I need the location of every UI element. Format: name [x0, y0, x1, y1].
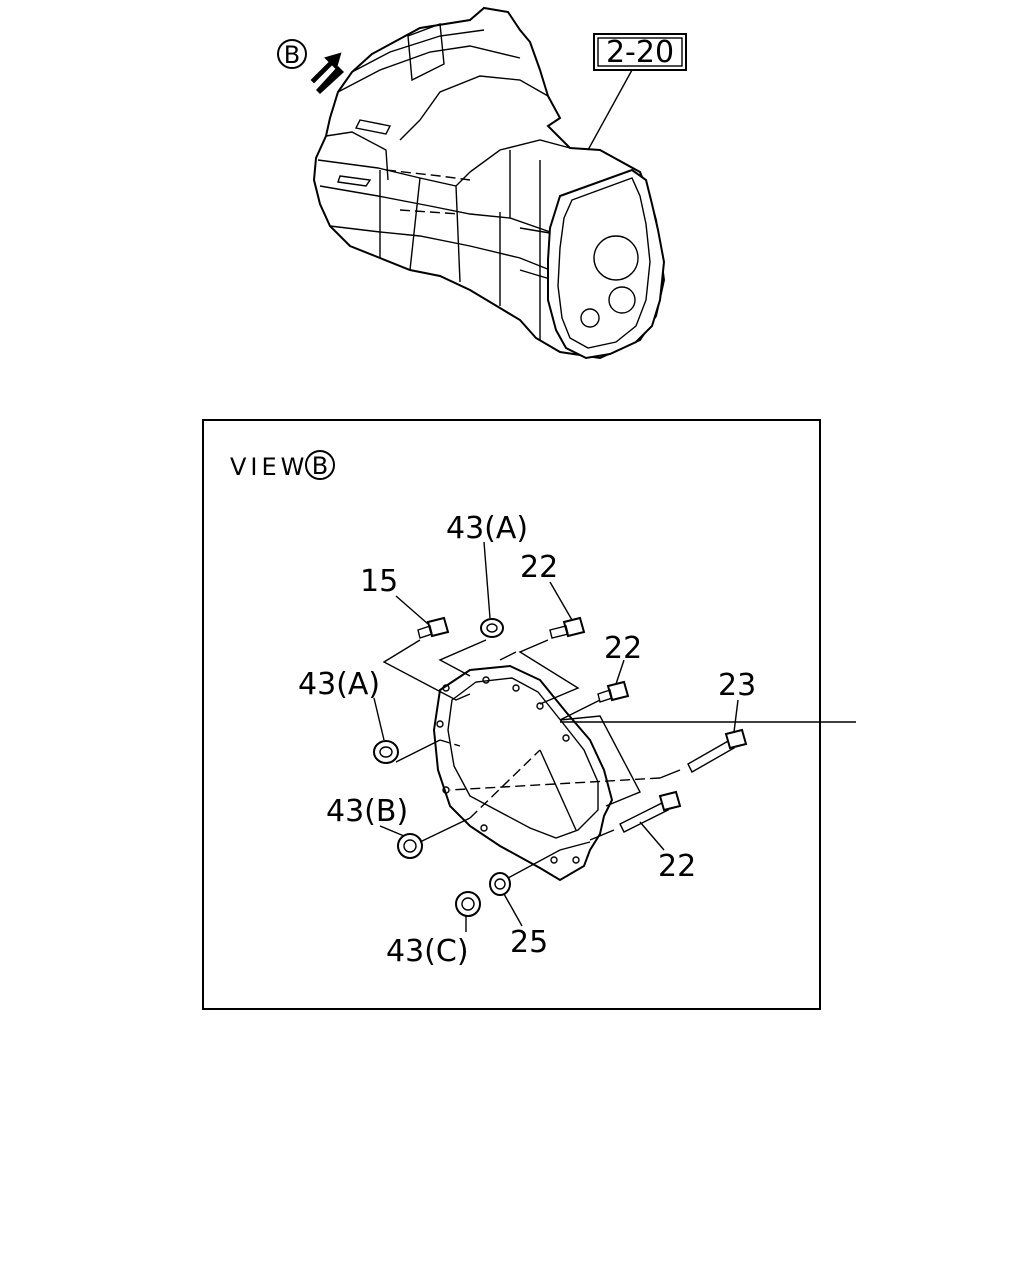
callout-25: 25 — [510, 925, 548, 960]
nut-43c — [455, 891, 481, 917]
washer-25 — [489, 872, 511, 896]
bolt-15 — [417, 616, 450, 639]
reference-box-2-20: 2-20 — [587, 33, 687, 151]
bolt-22-top — [549, 616, 586, 639]
long-bolt-22-bottom — [619, 790, 682, 833]
bell-housing-outline — [312, 6, 666, 360]
callout-43a-top: 43(A) — [446, 511, 528, 546]
assembly-guide-lines — [382, 639, 856, 879]
cover-plate-holes — [436, 676, 580, 864]
rear-flange — [547, 168, 666, 360]
nut-43a-top — [480, 618, 504, 638]
view-direction-arrow — [310, 52, 344, 94]
flange-center-bore — [593, 235, 639, 281]
callout-22-mid: 22 — [604, 631, 642, 666]
clutch-cover-plate — [432, 664, 614, 882]
svg-text:VIEW: VIEW — [230, 453, 308, 481]
callout-23: 23 — [718, 668, 756, 703]
long-bolt-23 — [687, 728, 748, 773]
detail-title: VIEW B — [230, 450, 335, 481]
nut-43a-left — [373, 740, 399, 764]
callout-leaders — [373, 541, 739, 932]
callout-43a-left: 43(A) — [298, 667, 380, 702]
callout-labels: 15 43(A) 22 22 23 43(A) 43(B) 22 43(C) 2… — [298, 511, 756, 969]
bolt-22-mid — [597, 680, 630, 703]
view-b-marker: B — [277, 39, 307, 69]
svg-text:B: B — [312, 452, 328, 480]
callout-22-bottom: 22 — [658, 849, 696, 884]
detail-frame — [202, 419, 821, 1010]
housing-ribs — [317, 23, 571, 340]
svg-text:2-20: 2-20 — [606, 35, 674, 70]
callout-43b: 43(B) — [326, 794, 408, 829]
flange-hole — [608, 286, 636, 314]
svg-text:B: B — [284, 41, 300, 69]
callout-15: 15 — [360, 564, 398, 599]
callout-43c: 43(C) — [386, 934, 469, 969]
view-b-detail-panel: VIEW B — [202, 419, 856, 1010]
callout-22-top: 22 — [520, 550, 558, 585]
transmission-assembly: B 2-20 — [277, 6, 687, 360]
nut-43b — [397, 833, 423, 859]
flange-hole — [580, 308, 600, 328]
